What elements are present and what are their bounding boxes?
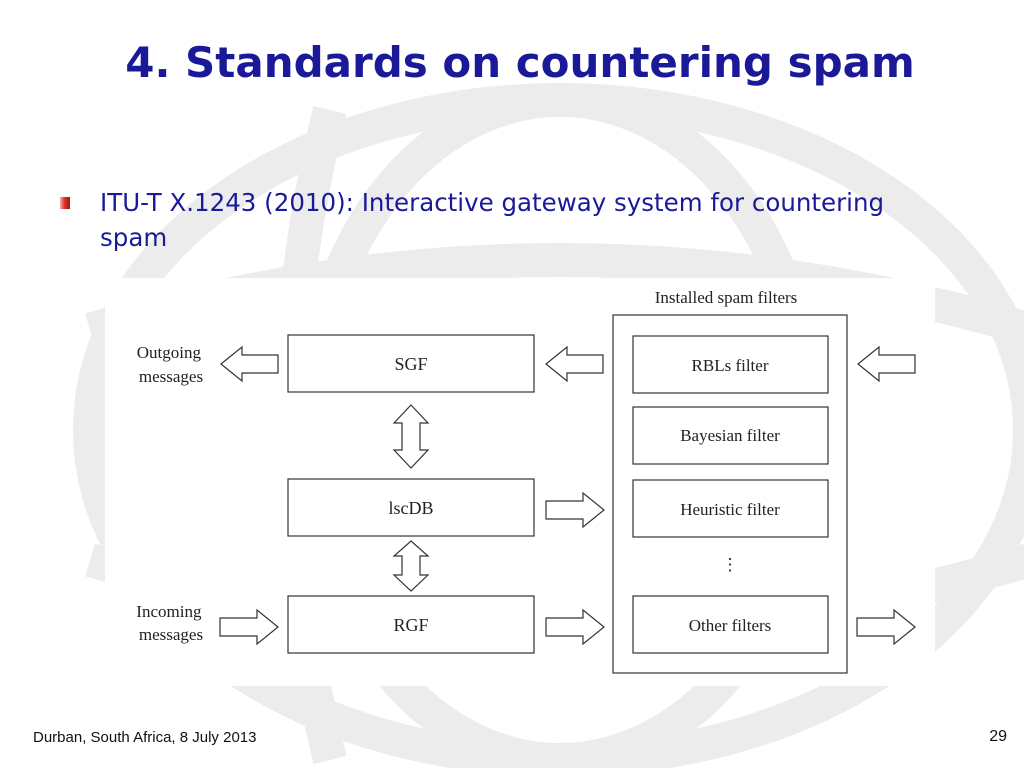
outgoing-arrow-left-icon (220, 345, 279, 383)
slide-title: 4. Standards on countering spam (125, 38, 915, 87)
input-to-filters-arrow-left-icon (857, 345, 916, 383)
outgoing-messages-label: Outgoing messages (137, 343, 205, 386)
footer-page-number: 29 (989, 728, 1007, 745)
incoming-label-line-1: Incoming (136, 602, 202, 621)
outgoing-label-line-2: messages (139, 367, 203, 386)
incoming-messages-label: Incoming messages (136, 602, 205, 644)
spam-gateway-diagram: Installed spam filters Outgoing messages… (105, 278, 935, 686)
heuristic-filter-box (632, 479, 829, 538)
sgf-label: SGF (394, 354, 427, 374)
installed-filters-label: Installed spam filters (655, 288, 798, 307)
rbls-filter-box (632, 335, 829, 394)
sgf-lscdb-double-arrow-icon (392, 404, 430, 469)
heuristic-filter-label: Heuristic filter (680, 500, 780, 519)
bayesian-filter-box (632, 406, 829, 465)
bullet-marker-icon (60, 197, 70, 209)
rgf-box (287, 595, 535, 654)
incoming-arrow-right-icon (219, 608, 279, 646)
other-filters-box (632, 595, 829, 654)
bayesian-filter-label: Bayesian filter (680, 426, 780, 445)
lscdb-box (287, 478, 535, 537)
lscdb-rgf-double-arrow-icon (392, 540, 430, 592)
outgoing-label-line-1: Outgoing (137, 343, 202, 362)
filters-to-sgf-arrow-left-icon (545, 345, 604, 383)
sgf-box (287, 334, 535, 393)
lscdb-label: lscDB (389, 498, 434, 518)
bullet-text: ITU-T X.1243 (2010): Interactive gateway… (100, 188, 885, 252)
more-filters-ellipsis: ⋮ (722, 555, 739, 574)
incoming-label-line-2: messages (139, 625, 203, 644)
rgf-label: RGF (393, 615, 428, 635)
rgf-to-filters-arrow-right-icon (545, 608, 605, 646)
rbls-filter-label: RBLs filter (692, 356, 769, 375)
filters-output-arrow-right-icon (856, 608, 916, 646)
lscdb-to-heuristic-arrow-right-icon (545, 491, 605, 529)
footer-location-date: Durban, South Africa, 8 July 2013 (33, 729, 257, 746)
other-filters-label: Other filters (689, 616, 772, 635)
